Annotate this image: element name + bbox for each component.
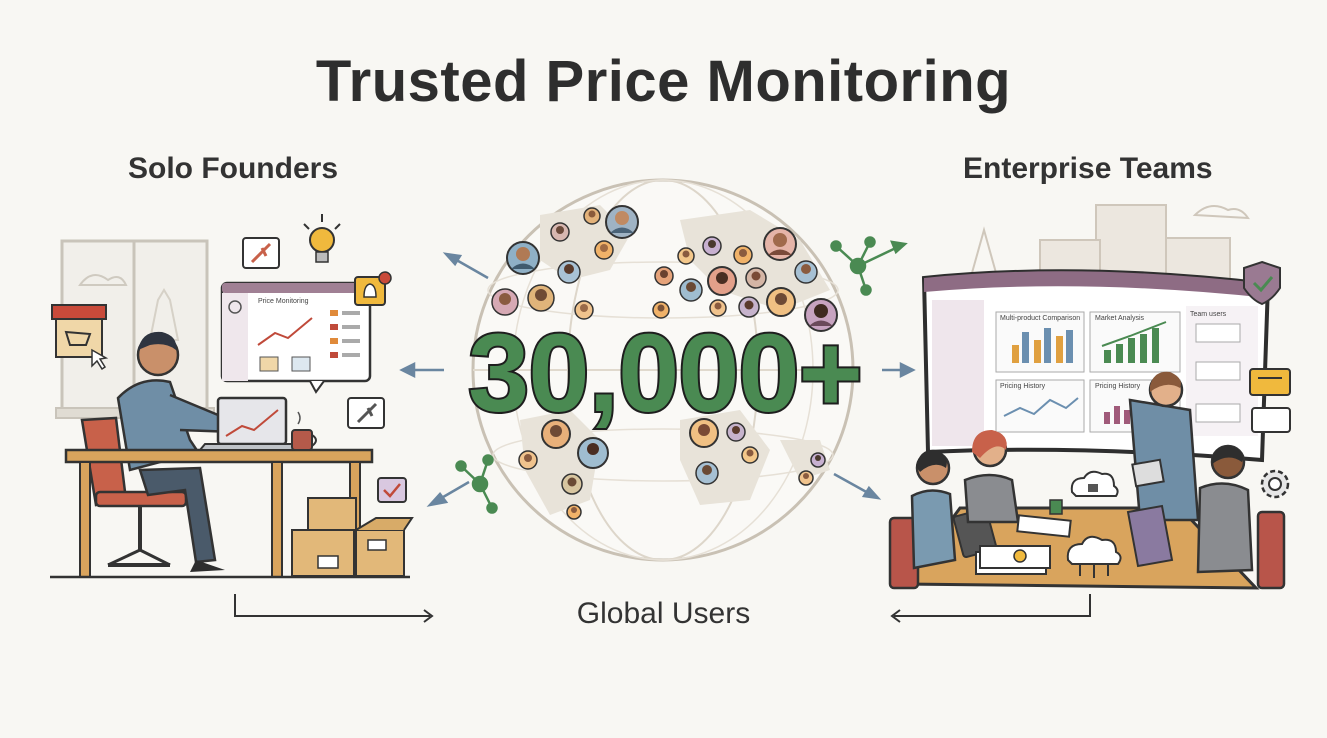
- cloud-lock-icon: [1070, 470, 1119, 497]
- cloud-upload-icon: [1066, 535, 1122, 578]
- avatar: [652, 301, 670, 319]
- connector-arrows: [399, 252, 916, 507]
- lightbulb-icon: [303, 214, 341, 263]
- price-monitoring-screen: Price Monitoring: [220, 281, 372, 394]
- enterprise-team-scene: Multi-product Comparison Market Analysis…: [888, 204, 1291, 590]
- avatar: [810, 452, 826, 468]
- rocket-icon: [242, 237, 280, 269]
- dashboard-card-title: Multi-product Comparison: [1000, 315, 1080, 322]
- coffee-mug-icon: [291, 411, 317, 451]
- storefront-icon: [51, 304, 109, 371]
- avatar: [654, 266, 674, 286]
- network-node-icon: [830, 236, 908, 296]
- avatar: [577, 437, 609, 469]
- avatar: [518, 450, 538, 470]
- avatar: [707, 266, 737, 296]
- avatar: [594, 240, 614, 260]
- team-users-label: Team users: [1190, 311, 1227, 318]
- dashboard-display: Multi-product Comparison Market Analysis…: [921, 269, 1271, 463]
- avatar: [541, 419, 571, 449]
- avatar: [766, 287, 796, 317]
- laptop: [197, 396, 301, 451]
- avatar: [527, 284, 555, 312]
- avatar: [550, 222, 570, 242]
- avatar: [798, 470, 814, 486]
- avatar: [745, 267, 767, 289]
- avatar: [702, 236, 722, 256]
- avatar: [506, 241, 540, 275]
- avatar: [689, 418, 719, 448]
- solo-founder-scene: Price Monitoring: [50, 214, 414, 579]
- enterprise-teams-heading: Enterprise Teams: [963, 152, 1213, 185]
- chat-bubble-icon: [1249, 368, 1291, 433]
- global-users-caption: Global Users: [576, 597, 751, 630]
- team-members: [888, 371, 1286, 590]
- dashboard-card-title: Pricing History: [1000, 383, 1046, 390]
- user-avatars: [491, 205, 838, 520]
- avatar: [733, 245, 753, 265]
- avatar: [583, 207, 601, 225]
- solo-founders-heading: Solo Founders: [128, 152, 338, 185]
- avatar: [763, 227, 797, 261]
- documents: [975, 499, 1072, 575]
- network-node-icon: [455, 454, 498, 514]
- shipping-boxes: [291, 497, 414, 577]
- user-count: 30,000+: [466, 310, 865, 437]
- avatar: [709, 299, 727, 317]
- rocket-icon: [347, 397, 385, 429]
- screen-title: Price Monitoring: [258, 298, 309, 305]
- avatar: [677, 247, 695, 265]
- avatar: [679, 278, 703, 302]
- shield-icon: [1243, 260, 1281, 306]
- checkmark-badge-icon: [377, 477, 407, 503]
- avatar: [561, 473, 583, 495]
- avatar: [605, 205, 639, 239]
- avatar: [726, 422, 746, 442]
- avatar: [804, 298, 838, 332]
- avatar: [794, 260, 818, 284]
- avatar: [738, 296, 760, 318]
- dashboard-card-title: Market Analysis: [1095, 315, 1145, 322]
- dashboard-card-title: Pricing History: [1095, 383, 1141, 390]
- gear-icon: [1260, 469, 1290, 499]
- avatar: [741, 446, 759, 464]
- bottom-arrows: [234, 594, 1091, 623]
- avatar: [491, 288, 519, 316]
- avatar: [574, 300, 594, 320]
- avatar: [695, 461, 719, 485]
- avatar: [566, 504, 582, 520]
- avatar: [557, 260, 581, 284]
- page-title: Trusted Price Monitoring: [315, 49, 1012, 114]
- notification-bell-icon: [354, 271, 392, 306]
